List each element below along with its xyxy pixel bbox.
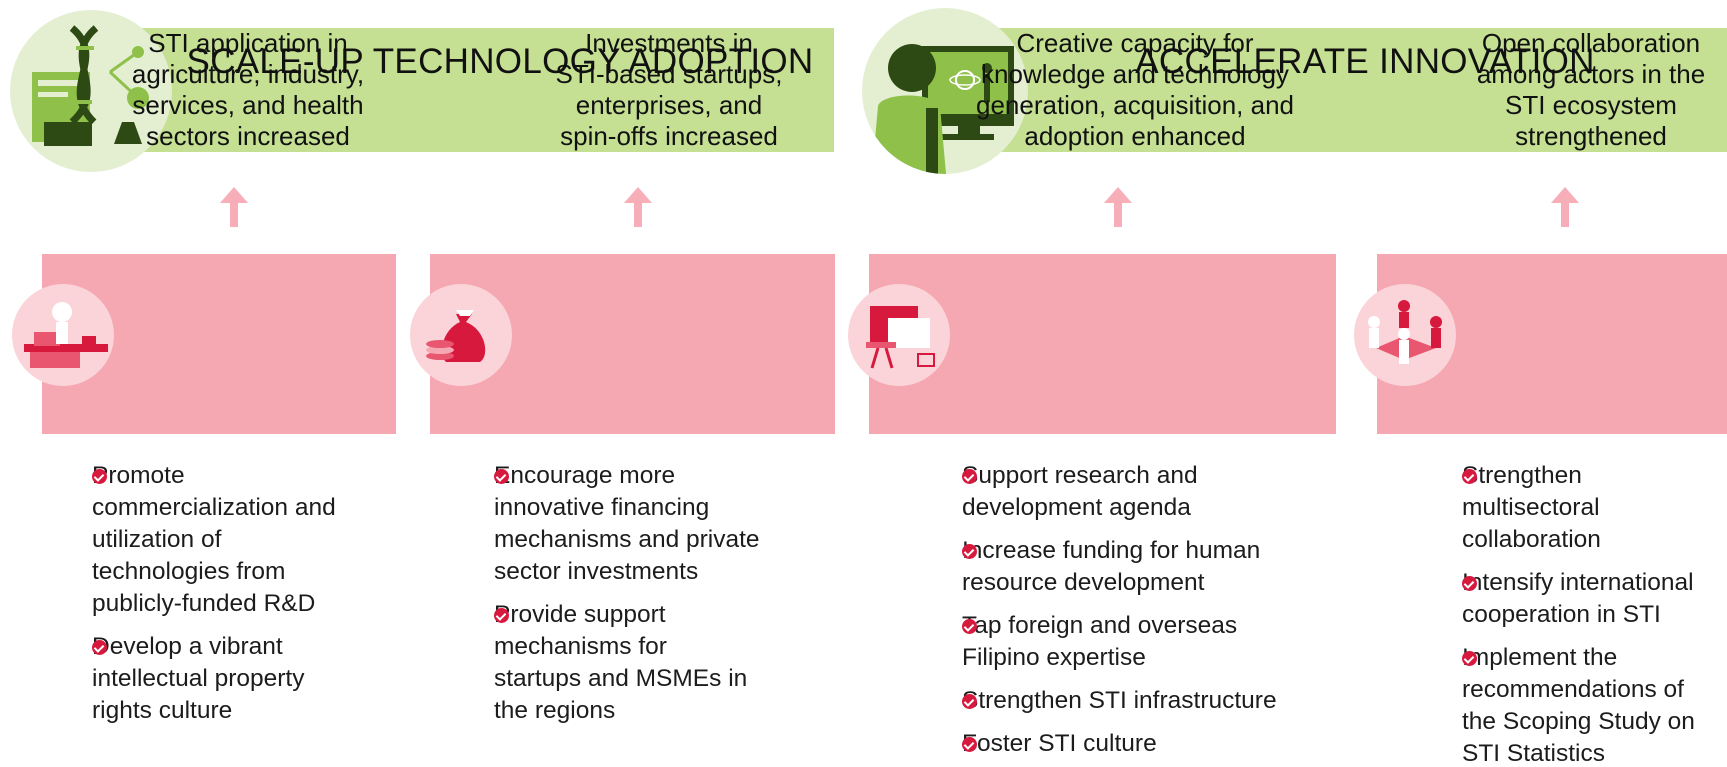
outcome-line: Investments in bbox=[585, 28, 753, 58]
bullet-item: Strengthen STI infrastructure bbox=[884, 685, 1324, 717]
bullet-line: collaboration bbox=[1462, 526, 1601, 553]
check-icon bbox=[1462, 651, 1477, 666]
bullet-line: mechanisms for bbox=[494, 633, 667, 660]
up-arrow-icon bbox=[624, 187, 652, 227]
banner-accelerate bbox=[968, 28, 1727, 152]
bullet-line: Provide support bbox=[494, 601, 666, 628]
outcome-line: among actors in the bbox=[1476, 59, 1706, 89]
outcome-line: strengthened bbox=[1515, 121, 1667, 151]
bullet-line: innovative financing bbox=[494, 494, 710, 521]
bullet-line: Develop a vibrant bbox=[92, 633, 283, 660]
bullet-line: Intensify international bbox=[1462, 569, 1694, 596]
person-presentation-icon bbox=[862, 8, 1028, 174]
bullet-line: recommendations of bbox=[1462, 676, 1684, 703]
check-icon bbox=[962, 694, 977, 709]
check-icon bbox=[962, 737, 977, 752]
bullet-line: startups and MSMEs in bbox=[494, 665, 748, 692]
bullet-line: Promote bbox=[92, 462, 185, 489]
check-icon bbox=[92, 469, 107, 484]
classroom-board-icon bbox=[848, 284, 950, 386]
bullet-line: the regions bbox=[494, 697, 616, 724]
bullet-item: Strengthen multisectoral collaboration bbox=[1396, 460, 1726, 556]
people-network-icon bbox=[1354, 284, 1456, 386]
bullet-line: Increase funding for human bbox=[962, 537, 1261, 564]
check-icon bbox=[1462, 469, 1477, 484]
bullet-line: Encourage more bbox=[494, 462, 676, 489]
desk-worker-icon bbox=[12, 284, 114, 386]
check-icon bbox=[494, 608, 509, 623]
outcome-line: agriculture, industry, bbox=[131, 59, 365, 89]
bullet-line: Support research and bbox=[962, 462, 1198, 489]
check-icon bbox=[962, 619, 977, 634]
bullets-sti-application: Promote commercialization and utilization … bbox=[40, 460, 380, 738]
outcome-line: enterprises, and bbox=[575, 90, 763, 120]
bullet-item: Intensify international cooperation in ST… bbox=[1396, 567, 1726, 631]
bullet-line: Implement the bbox=[1462, 644, 1618, 671]
bullet-line: cooperation in STI bbox=[1462, 601, 1661, 628]
bullet-line: intellectual property bbox=[92, 665, 305, 692]
bullet-line: technologies from bbox=[92, 558, 286, 585]
outcome-line: Creative capacity for bbox=[1016, 28, 1254, 58]
bullet-line: resource development bbox=[962, 569, 1205, 596]
check-icon bbox=[962, 544, 977, 559]
outcome-line: generation, acquisition, and bbox=[975, 90, 1294, 120]
banner-title-scale-up: SCALE-UP TECHNOLOGY ADOPTION bbox=[186, 42, 814, 81]
bullet-line: publicly-funded R&D bbox=[92, 590, 316, 617]
bullet-item: Develop a vibrant intellectual property ri… bbox=[40, 631, 380, 727]
bullet-item: Foster STI culture bbox=[884, 728, 1324, 760]
money-bag-icon bbox=[410, 284, 512, 386]
bullet-item: Encourage more innovative financing mechan… bbox=[448, 460, 808, 588]
bullet-line: STI Statistics bbox=[1462, 740, 1605, 767]
bullet-line: Tap foreign and overseas bbox=[962, 612, 1238, 639]
bullet-line: the Scoping Study on bbox=[1462, 708, 1695, 735]
bullet-line: multisectoral bbox=[1462, 494, 1600, 521]
outcome-line: knowledge and technology bbox=[981, 59, 1289, 89]
outcome-line: Open collaboration bbox=[1481, 28, 1701, 58]
outcome-line: STI ecosystem bbox=[1505, 90, 1677, 120]
outcome-line: adoption enhanced bbox=[1024, 121, 1246, 151]
outcome-line: sectors increased bbox=[146, 121, 350, 151]
bullet-line: mechanisms and private bbox=[494, 526, 760, 553]
bullet-line: utilization of bbox=[92, 526, 222, 553]
dna-lab-icon bbox=[10, 10, 172, 172]
check-icon bbox=[962, 469, 977, 484]
check-icon bbox=[494, 469, 509, 484]
bullet-line: rights culture bbox=[92, 697, 233, 724]
bullet-line: Foster STI culture bbox=[962, 730, 1157, 757]
bullet-item: Provide support mechanisms for startups an… bbox=[448, 599, 808, 727]
bullets-investments: Encourage more innovative financing mechan… bbox=[448, 460, 808, 738]
bullet-line: Filipino expertise bbox=[962, 644, 1146, 671]
bullet-item: Implement the recommendations of the Scopi… bbox=[1396, 642, 1726, 767]
check-icon bbox=[92, 640, 107, 655]
outcome-line: spin-offs increased bbox=[560, 121, 778, 151]
up-arrow-icon bbox=[1104, 187, 1132, 227]
up-arrow-icon bbox=[1551, 187, 1579, 227]
check-icon bbox=[1462, 576, 1477, 591]
outcome-line: services, and health bbox=[132, 90, 364, 120]
banner-scale-up bbox=[90, 28, 834, 152]
bullet-item: Increase funding for human resource devel… bbox=[884, 535, 1324, 599]
bullet-line: sector investments bbox=[494, 558, 699, 585]
bullet-line: development agenda bbox=[962, 494, 1191, 521]
bullet-item: Support research and development agenda bbox=[884, 460, 1324, 524]
bullet-line: Strengthen bbox=[1462, 462, 1582, 489]
up-arrow-icon bbox=[220, 187, 248, 227]
banner-title-accelerate: ACCELERATE INNOVATION bbox=[1135, 42, 1595, 81]
outcome-line: STI application in bbox=[148, 28, 348, 58]
outcome-line: STI-based startups, bbox=[555, 59, 783, 89]
bullet-line: Strengthen STI infrastructure bbox=[962, 687, 1277, 714]
bullet-item: Promote commercialization and utilization … bbox=[40, 460, 380, 620]
bullet-line: commercialization and bbox=[92, 494, 336, 521]
